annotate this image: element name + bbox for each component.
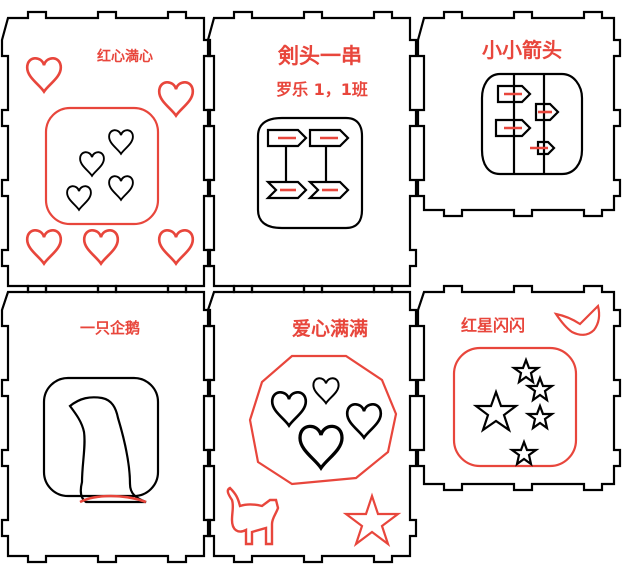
arrow-accent bbox=[278, 136, 338, 192]
star-icon bbox=[524, 402, 556, 431]
arrow-bundle-icon bbox=[256, 116, 364, 230]
star-icon bbox=[510, 356, 542, 385]
heart-icon bbox=[270, 390, 308, 427]
panel-title: 红星闪闪 bbox=[460, 316, 525, 335]
heart-icon bbox=[312, 377, 340, 405]
cat-icon bbox=[226, 486, 280, 546]
panel-title: 小小箭头 bbox=[482, 38, 562, 62]
panel-red-stars bbox=[416, 284, 622, 492]
panel-penguin bbox=[0, 284, 212, 564]
panel-title: 红心満心 bbox=[97, 49, 153, 65]
panel-small-arrows bbox=[416, 10, 622, 218]
panel-title: 爱心满满 bbox=[291, 318, 368, 340]
heart-icon bbox=[108, 129, 134, 155]
heart-icon bbox=[157, 80, 195, 117]
panel-frame bbox=[452, 346, 578, 468]
star-icon bbox=[508, 438, 540, 467]
penguin-icon bbox=[68, 396, 147, 504]
bird-icon bbox=[553, 303, 601, 336]
heart-icon bbox=[66, 185, 92, 211]
heart-icon bbox=[79, 151, 105, 177]
panel-hearts bbox=[0, 10, 212, 294]
arrow-frame bbox=[480, 72, 584, 176]
heart-icon bbox=[345, 402, 383, 439]
star-icon bbox=[472, 388, 520, 433]
star-icon bbox=[524, 374, 556, 403]
heart-icon bbox=[157, 228, 195, 265]
heart-icon bbox=[25, 228, 63, 265]
arrow-icon bbox=[494, 84, 560, 156]
panel-full-hearts bbox=[206, 284, 418, 564]
panel-outline bbox=[206, 10, 418, 294]
penguin-feet bbox=[79, 494, 147, 504]
arrow-accent bbox=[504, 92, 552, 150]
panel-outline bbox=[416, 10, 622, 218]
heart-icon bbox=[25, 56, 63, 93]
panel-title: 剣头一串 bbox=[278, 44, 362, 68]
dodecagon-frame bbox=[248, 354, 398, 486]
panel-outline bbox=[206, 284, 418, 564]
panel-outline bbox=[416, 284, 622, 492]
panel-title: 一只企鹅 bbox=[79, 319, 140, 337]
panel-frame bbox=[44, 106, 160, 226]
heart-icon bbox=[108, 175, 134, 201]
heart-icon bbox=[82, 228, 120, 265]
panel-outline bbox=[0, 10, 212, 294]
panel-outline bbox=[0, 284, 212, 564]
arrow-icon bbox=[265, 128, 350, 200]
panel-subtitle: 罗乐 1，1班 bbox=[276, 80, 368, 99]
panel-frame bbox=[42, 376, 160, 498]
star-icon bbox=[342, 492, 402, 547]
heart-icon bbox=[298, 424, 344, 470]
panel-arrow-string bbox=[206, 10, 418, 294]
